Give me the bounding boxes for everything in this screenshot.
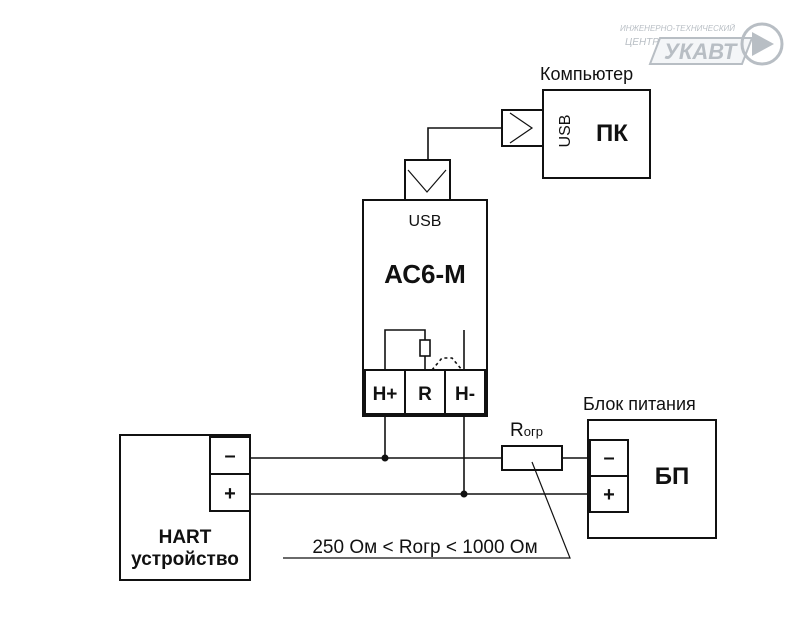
logo-line2: ЦЕНТР — [625, 37, 659, 48]
converter-name: АС6-М — [384, 259, 466, 289]
logo-line1: ИНЖЕНЕРНО-ТЕХНИЧЕСКИЙ — [620, 24, 735, 33]
converter-terminal-block: H+ R H- — [364, 369, 486, 415]
logo: ИНЖЕНЕРНО-ТЕХНИЧЕСКИЙ ЦЕНТР УКАВТ — [620, 22, 784, 66]
hart-terminal-minus: – — [224, 445, 235, 467]
converter-usb-plug — [404, 159, 451, 201]
computer-usb-plug — [501, 109, 544, 147]
computer-port-label: USB — [557, 115, 574, 148]
hart-terminal-block: – + — [209, 436, 251, 512]
resistor-label: Rогр — [510, 420, 543, 441]
terminal-h-plus: H+ — [373, 384, 398, 405]
logo-arrow-icon — [752, 32, 774, 56]
hart-device-name-line2: устройство — [131, 549, 239, 570]
resistor-note-leader — [283, 461, 571, 559]
usb-cable — [427, 127, 502, 160]
computer-name: ПК — [596, 120, 628, 147]
limiting-resistor — [501, 445, 563, 471]
power-terminal-minus: – — [603, 447, 614, 469]
terminal-h-minus: H- — [455, 384, 475, 405]
resistor-note: 250 Ом < Rогр < 1000 Ом — [312, 537, 537, 558]
hart-terminal-plus: + — [224, 483, 236, 505]
terminal-r: R — [418, 384, 432, 405]
resistor-label-sub: огр — [524, 424, 543, 439]
power-supply-name: БП — [655, 463, 690, 490]
power-supply-terminal-block: – + — [589, 439, 629, 513]
logo-ring — [740, 22, 784, 66]
computer-box — [542, 89, 651, 179]
logo-badge — [648, 37, 754, 65]
power-supply-caption: Блок питания — [583, 394, 696, 414]
converter-internal-circuit — [384, 329, 465, 371]
converter-port-label: USB — [409, 213, 442, 230]
resistor-label-main: R — [510, 420, 524, 441]
computer-caption: Компьютер — [540, 64, 633, 84]
power-terminal-plus: + — [603, 484, 615, 506]
hart-device-name-line1: HART — [159, 527, 212, 548]
logo-brand: УКАВТ — [664, 39, 738, 64]
